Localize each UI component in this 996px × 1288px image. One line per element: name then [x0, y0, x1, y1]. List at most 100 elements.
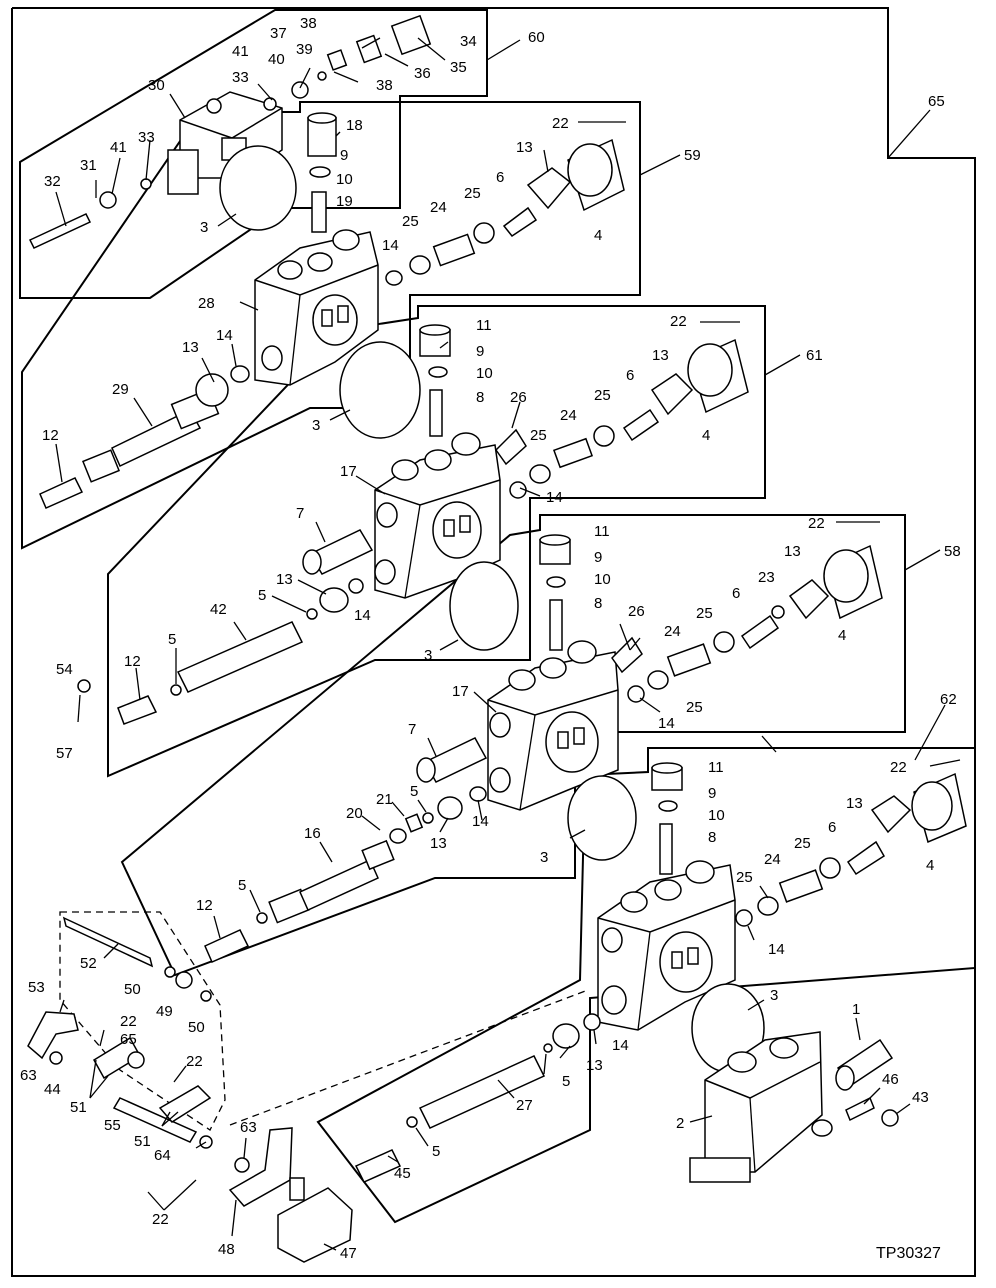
callout-5c: 5 [410, 783, 418, 800]
callout-25h: 25 [736, 869, 753, 886]
valve-section-17-b [487, 636, 643, 811]
callout-7: 7 [296, 505, 304, 522]
callout-14c: 14 [546, 489, 563, 506]
callout-5b: 5 [168, 631, 176, 648]
callout-5e: 5 [562, 1073, 570, 1090]
valve-section-62 [597, 860, 736, 1031]
callout-25b: 25 [464, 185, 481, 202]
o-ring-3-c [449, 561, 519, 651]
callout-25e: 25 [696, 605, 713, 622]
callout-63b: 63 [240, 1119, 257, 1136]
callout-40: 40 [268, 51, 285, 68]
callout-6: 6 [496, 169, 504, 186]
callout-10c: 10 [594, 571, 611, 588]
figure-id-code: TP30327 [876, 1245, 941, 1262]
callout-35: 35 [450, 59, 467, 76]
callout-13: 13 [516, 139, 533, 156]
callout-9d: 9 [708, 785, 716, 802]
callout-55: 55 [104, 1117, 121, 1134]
callout-34: 34 [460, 33, 477, 50]
callout-53: 53 [28, 979, 45, 996]
relief-valve-7-b [416, 737, 488, 783]
callout-25d: 25 [530, 427, 547, 444]
callout-23: 23 [758, 569, 775, 586]
callout-38: 38 [300, 15, 317, 32]
callout-7b: 7 [408, 721, 416, 738]
callout-4b: 4 [702, 427, 710, 444]
callout-22d: 22 [890, 759, 907, 776]
callout-2: 2 [676, 1115, 684, 1132]
callout-18: 18 [346, 117, 363, 134]
valve-section-17-a [374, 428, 527, 599]
callout-33b: 33 [138, 129, 155, 146]
group-58-frame [120, 514, 906, 977]
group-60-frame [19, 9, 488, 299]
callout-13f: 13 [846, 795, 863, 812]
plug-11-a [419, 324, 451, 437]
callout-9c: 9 [594, 549, 602, 566]
outer-frame [11, 7, 976, 1277]
callout-1: 1 [852, 1001, 860, 1018]
plug-11-b [539, 534, 571, 651]
callout-14e: 14 [658, 715, 675, 732]
callout-6c: 6 [732, 585, 740, 602]
callout-5f: 5 [432, 1143, 440, 1160]
callout-14d: 14 [354, 607, 371, 624]
callout-22c: 22 [808, 515, 825, 532]
callout-54: 54 [56, 661, 73, 678]
callout-4: 4 [594, 227, 602, 244]
callout-4c: 4 [838, 627, 846, 644]
callout-63: 63 [20, 1067, 37, 1084]
callout-50: 50 [124, 981, 141, 998]
callout-39: 39 [296, 41, 313, 58]
callout-6b: 6 [626, 367, 634, 384]
callout-22f: 22 [186, 1053, 203, 1070]
callout-45: 45 [394, 1165, 411, 1182]
callout-11b: 11 [594, 523, 610, 540]
callout-65: 65 [928, 93, 945, 110]
callout-14h: 14 [612, 1037, 629, 1054]
callout-3e: 3 [770, 987, 778, 1004]
callout-29: 29 [112, 381, 129, 398]
callout-28: 28 [198, 295, 215, 312]
group-61-frame [107, 305, 766, 778]
callout-49: 49 [156, 1003, 173, 1020]
callout-3d: 3 [540, 849, 548, 866]
callout-17b: 17 [452, 683, 469, 700]
callout-13b: 13 [182, 339, 199, 356]
callout-labels: 60 65 59 61 58 62 38 37 39 34 41 40 36 3… [20, 15, 961, 1262]
callout-51b: 51 [134, 1133, 151, 1150]
callout-33: 33 [232, 69, 249, 86]
callout-27: 27 [516, 1097, 533, 1114]
callout-57: 57 [56, 745, 73, 762]
callout-9b: 9 [476, 343, 484, 360]
plug-18 [307, 112, 337, 233]
callout-52: 52 [80, 955, 97, 972]
callout-16: 16 [304, 825, 321, 842]
callout-10: 10 [336, 171, 353, 188]
callout-25a: 25 [402, 213, 419, 230]
callout-13e: 13 [276, 571, 293, 588]
callout-12b: 12 [124, 653, 141, 670]
callout-4d: 4 [926, 857, 934, 874]
callout-8b: 8 [594, 595, 602, 612]
callout-37: 37 [270, 25, 287, 42]
callout-5: 5 [258, 587, 266, 604]
callout-8: 8 [476, 389, 484, 406]
springs-61 [509, 338, 749, 499]
callout-25g: 25 [794, 835, 811, 852]
plug-11-c [651, 762, 683, 875]
linkage-parts [27, 916, 589, 1263]
o-ring-3-d [567, 775, 637, 861]
callout-36: 36 [414, 65, 431, 82]
callout-11c: 11 [708, 759, 724, 776]
callout-12: 12 [42, 427, 59, 444]
callout-14f: 14 [768, 941, 785, 958]
callout-42: 42 [210, 601, 227, 618]
callout-59: 59 [684, 147, 701, 164]
callout-24b: 24 [560, 407, 577, 424]
callout-31: 31 [80, 157, 97, 174]
relief-valve-7-a [302, 529, 374, 575]
callout-41: 41 [232, 43, 249, 60]
